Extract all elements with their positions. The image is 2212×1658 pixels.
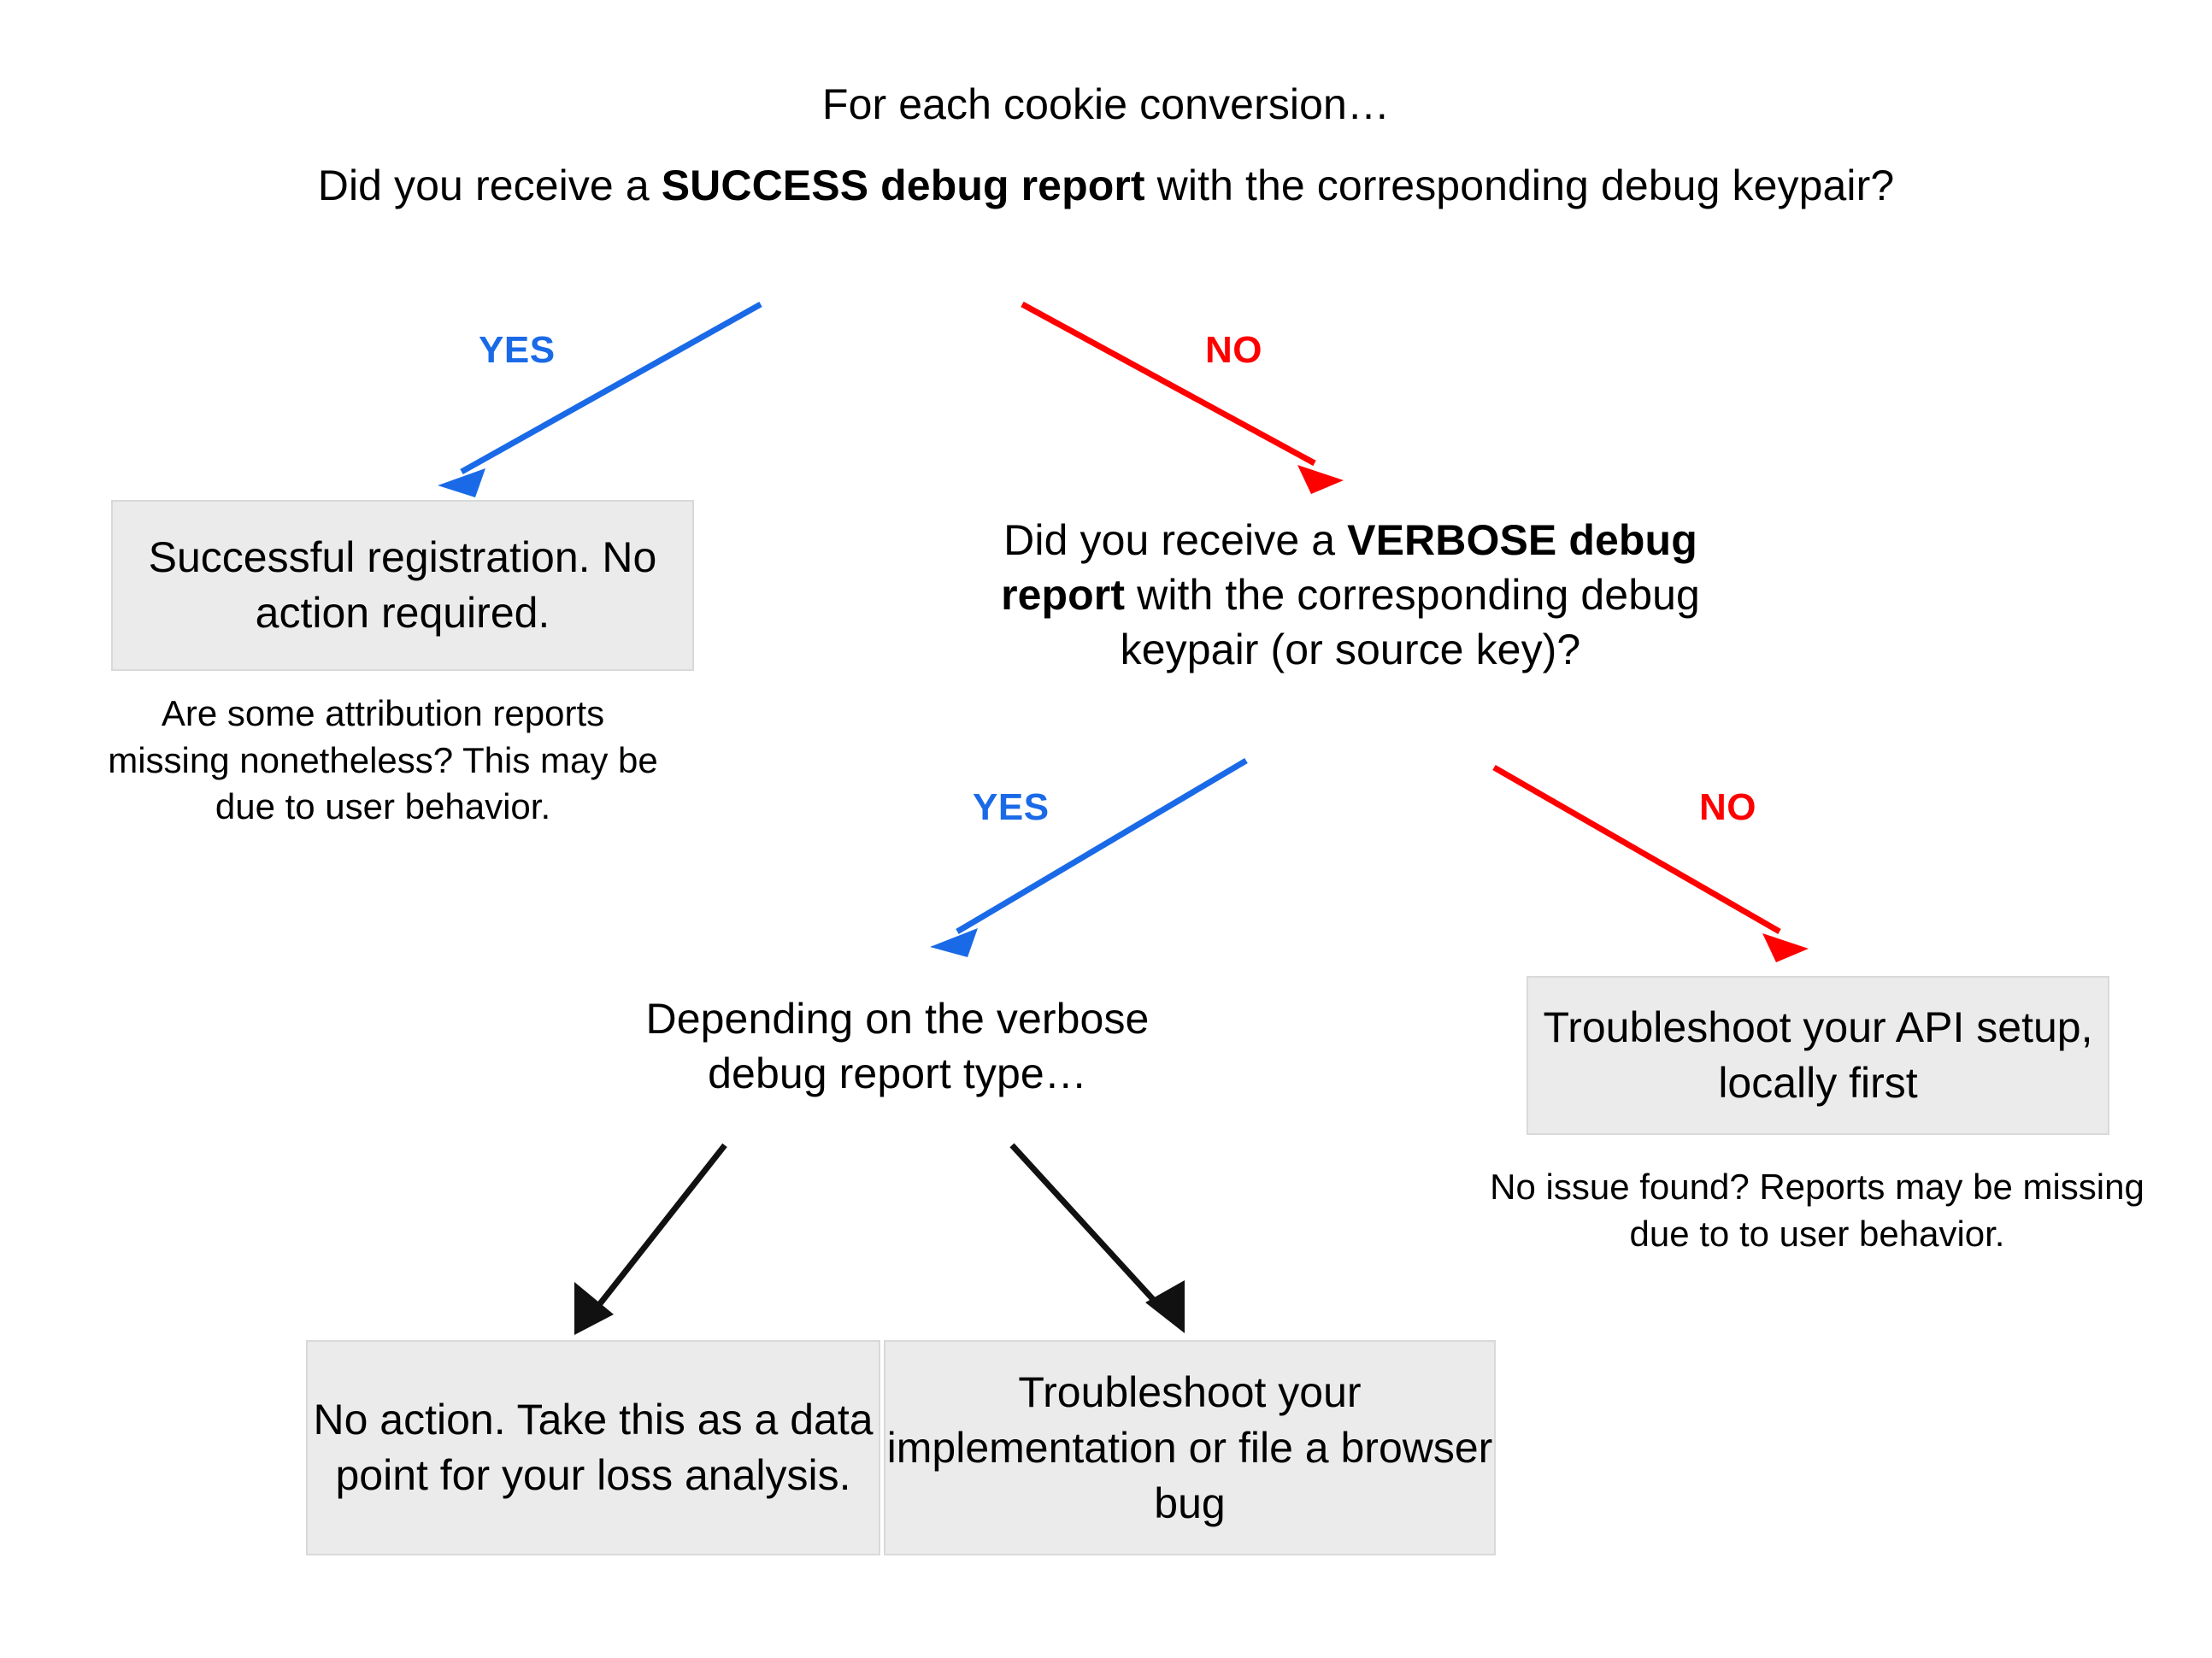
edge-label-no-2: NO — [1699, 786, 1756, 828]
verbose-question-part1: Did you receive a — [1003, 516, 1348, 564]
verbose-report-type-text: Depending on the verbose debug report ty… — [645, 995, 1150, 1097]
edge-type-right-arrow — [1009, 1143, 1185, 1333]
outcome-box-troubleshoot-implementation: Troubleshoot your implementation or file… — [884, 1340, 1496, 1555]
root-question-part1: Did you receive a — [317, 162, 662, 209]
outcome-box-successful-registration-label: Successful registration. No action requi… — [148, 533, 657, 637]
root-question-emphasis: SUCCESS debug report — [661, 162, 1145, 209]
caption-success-followup: Are some attribution reports missing non… — [108, 693, 658, 827]
root-question-part2: with the corresponding debug keypair? — [1144, 162, 1895, 209]
verbose-question-emphasis: VERBOSE debug report — [1001, 516, 1697, 619]
outcome-box-troubleshoot-implementation-label: Troubleshoot your implementation or file… — [886, 1367, 1493, 1527]
outcome-box-troubleshoot-api-setup-label: Troubleshoot your API setup, locally fir… — [1543, 1003, 2093, 1107]
verbose-question-part2: with the corresponding debug keypair (or… — [1120, 571, 1700, 673]
outcome-box-no-action-loss-analysis: No action. Take this as a data point for… — [306, 1340, 880, 1555]
edge-no-2-arrow — [1492, 764, 1809, 962]
verbose-question: Did you receive a VERBOSE debug report w… — [991, 513, 1709, 677]
outcome-box-no-action-loss-analysis-label: No action. Take this as a data point for… — [313, 1396, 874, 1499]
edge-label-yes-1: YES — [479, 329, 556, 371]
root-question: Did you receive a SUCCESS debug report w… — [294, 158, 1918, 213]
edge-no-1-arrow — [1021, 301, 1344, 494]
edge-type-left-arrow — [574, 1143, 727, 1335]
caption-api-followup: No issue found? Reports may be missing d… — [1490, 1167, 2144, 1254]
edge-label-no-1: NO — [1205, 329, 1262, 371]
lead-in-text: For each cookie conversion… — [821, 80, 1391, 128]
outcome-box-successful-registration: Successful registration. No action requi… — [111, 500, 694, 671]
outcome-box-troubleshoot-api-setup: Troubleshoot your API setup, locally fir… — [1527, 976, 2109, 1135]
edge-label-yes-2: YES — [973, 786, 1050, 828]
